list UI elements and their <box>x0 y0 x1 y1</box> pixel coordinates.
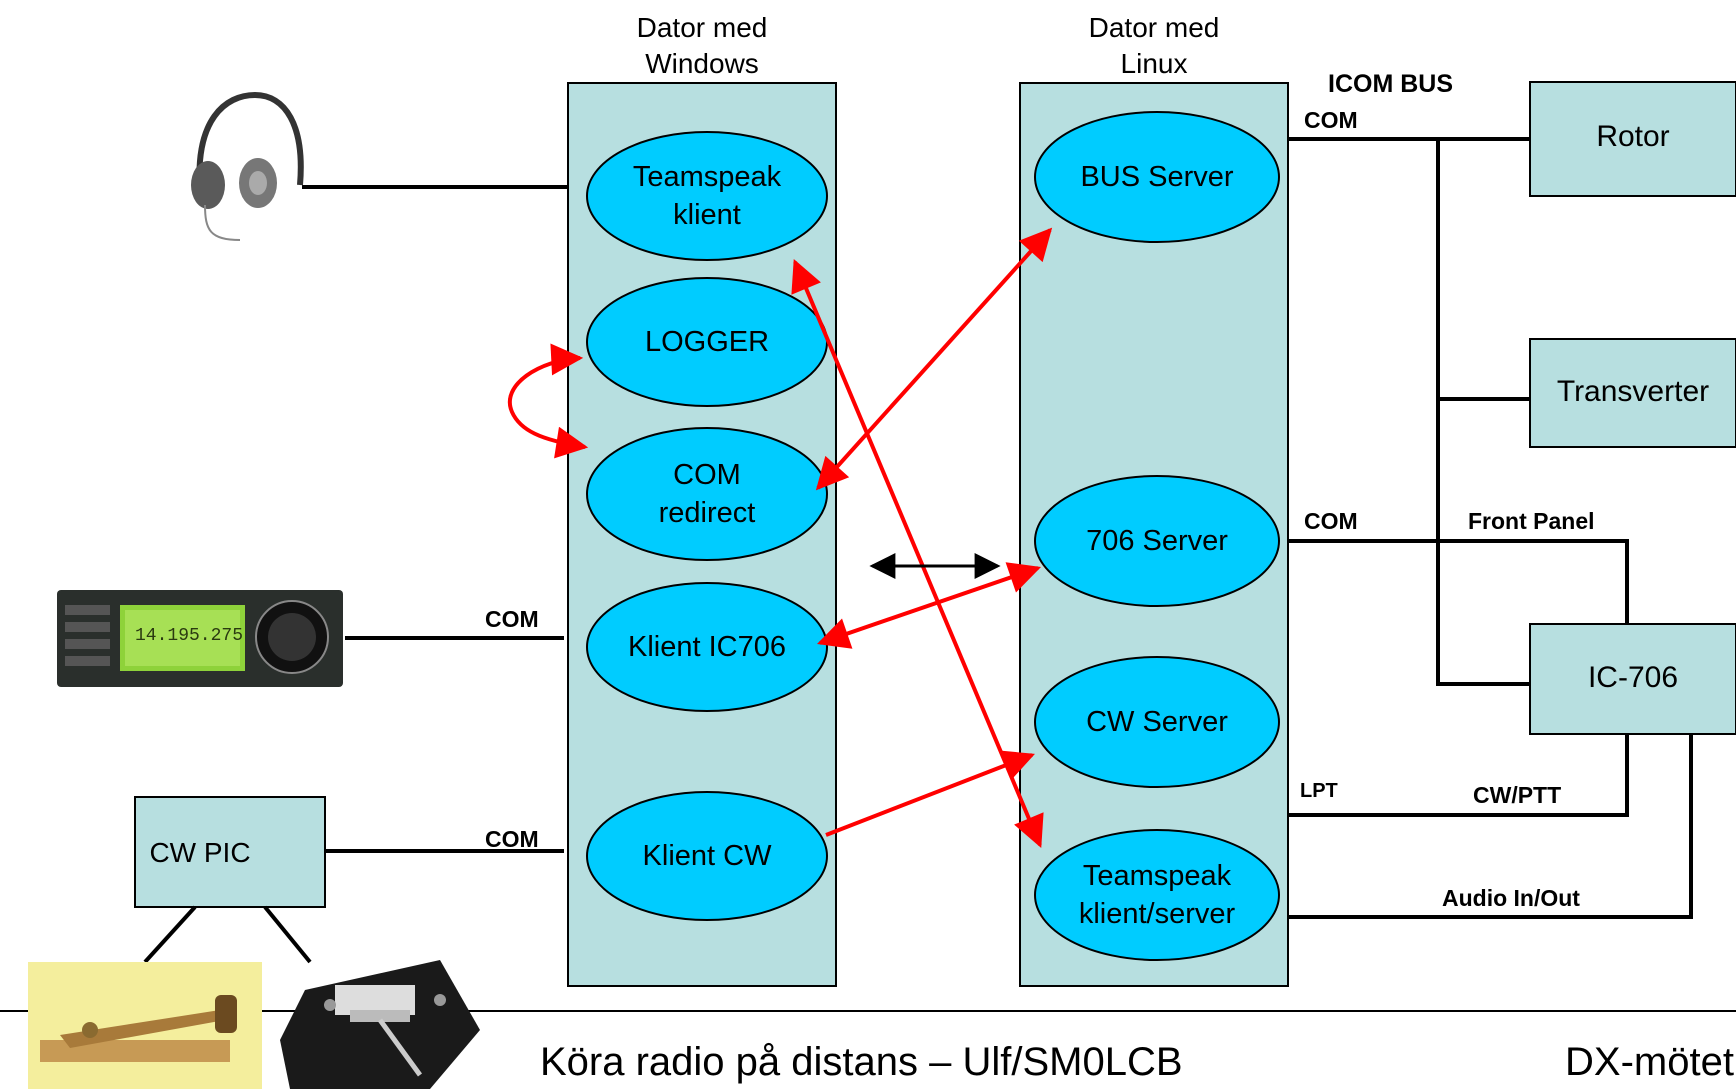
windows-title-line2: Windows <box>645 48 759 79</box>
bus-server-label: BUS Server <box>1080 161 1234 193</box>
com-redirect-line1: COM <box>673 459 741 491</box>
cw-server-label: CW Server <box>1086 706 1228 738</box>
transverter-label: Transverter <box>1556 375 1710 408</box>
teamspeak-client-line2: klient <box>673 199 741 231</box>
teamspeak-server-label: Teamspeak klient/server <box>1047 857 1267 933</box>
linux-title-line1: Dator med <box>1088 12 1220 43</box>
teamspeak-client-oval <box>586 131 828 261</box>
com-cwpic-label: COM <box>485 826 539 852</box>
server-706-label: 706 Server <box>1086 525 1228 557</box>
teamspeak-server-oval <box>1034 829 1280 961</box>
transceiver-icon: 14.195.275 <box>57 590 343 687</box>
com-bus-label: COM <box>1304 107 1358 133</box>
bus-wiring <box>143 137 1693 964</box>
klient-cw-label: Klient CW <box>642 840 772 872</box>
com-redirect-line2: redirect <box>658 497 756 529</box>
cw-pic-label: CW PIC <box>149 837 251 868</box>
com-radio-label: COM <box>485 606 539 632</box>
rotor-label: Rotor <box>1596 120 1670 153</box>
footer-title: Köra radio på distans – Ulf/SM0LCB <box>540 1040 1183 1084</box>
com-redirect-label: COM redirect <box>597 456 817 532</box>
linux-title-line2: Linux <box>1120 48 1188 79</box>
icom-bus-label: ICOM BUS <box>1328 70 1453 98</box>
svg-text:14.195.275: 14.195.275 <box>135 626 243 646</box>
paddle-key-icon <box>280 960 480 1089</box>
footer-event: DX-mötet <box>1565 1040 1734 1084</box>
com-706-label: COM <box>1304 508 1358 534</box>
transverter-box <box>1529 338 1736 448</box>
front-panel-label: Front Panel <box>1468 508 1595 534</box>
ic706-label: IC-706 <box>1587 661 1679 694</box>
audio-in-out-label: Audio In/Out <box>1442 885 1580 911</box>
teamspeak-client-line1: Teamspeak <box>632 161 782 193</box>
windows-panel-title: Dator med Windows <box>552 10 852 82</box>
lpt-label: LPT <box>1300 780 1338 802</box>
straight-key-icon <box>28 962 262 1089</box>
rotor-box <box>1529 81 1736 197</box>
teamspeak-server-line2: klient/server <box>1078 898 1236 930</box>
bus-server-oval <box>1034 111 1280 243</box>
headset-icon <box>191 91 304 241</box>
logger-label: LOGGER <box>644 326 770 358</box>
cw-ptt-label: CW/PTT <box>1473 782 1562 808</box>
cw-pic-box <box>134 796 326 908</box>
ic706-box <box>1529 623 1736 735</box>
linux-panel-title: Dator med Linux <box>1004 10 1304 82</box>
windows-title-line1: Dator med <box>636 12 768 43</box>
klient-ic706-label: Klient IC706 <box>628 631 786 663</box>
teamspeak-client-label: Teamspeak klient <box>597 158 817 234</box>
teamspeak-server-line1: Teamspeak <box>1082 860 1232 892</box>
klient-cw-oval <box>586 791 828 921</box>
